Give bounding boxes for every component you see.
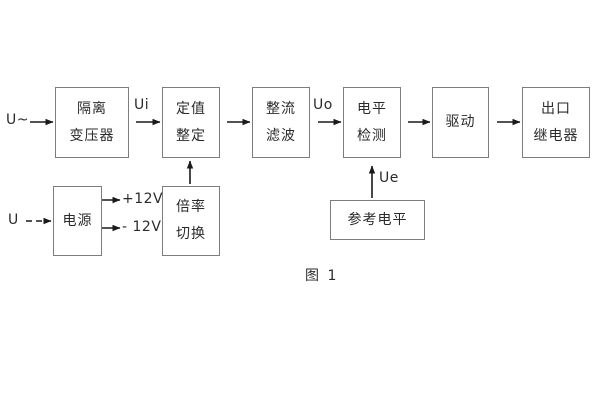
block-setting-value[interactable]: 定值 整定 xyxy=(162,87,220,158)
block-line: 倍率 xyxy=(176,199,206,216)
block-line: 变压器 xyxy=(69,127,115,144)
block-line: 定值 xyxy=(176,100,206,117)
block-line: 参考电平 xyxy=(347,211,408,228)
block-line: 出口 xyxy=(541,100,571,117)
block-reference-level[interactable]: 参考电平 xyxy=(330,200,425,240)
block-rectifier-filter[interactable]: 整流 滤波 xyxy=(252,87,310,158)
label-input-dc: U xyxy=(8,212,19,228)
block-line: 滤波 xyxy=(266,127,296,144)
block-power-supply[interactable]: 电源 xyxy=(53,186,102,256)
label-rail-negative: - 12V xyxy=(122,219,162,235)
block-multiplier-switch[interactable]: 倍率 切换 xyxy=(162,186,220,256)
block-isolation-transformer[interactable]: 隔离 变压器 xyxy=(55,87,129,158)
block-line: 整定 xyxy=(176,127,206,144)
label-rail-positive: +12V xyxy=(122,191,164,207)
figure-caption: 图 1 xyxy=(305,268,339,284)
block-line: 切换 xyxy=(176,226,206,242)
block-level-detection[interactable]: 电平 检测 xyxy=(343,87,401,158)
block-line: 驱动 xyxy=(445,114,476,131)
block-line: 整流 xyxy=(266,100,296,117)
block-drive[interactable]: 驱动 xyxy=(432,87,489,158)
label-ue: Ue xyxy=(379,170,399,186)
block-line: 检测 xyxy=(357,127,387,144)
label-uo: Uo xyxy=(313,97,333,113)
block-line: 继电器 xyxy=(533,127,579,144)
block-line: 电平 xyxy=(357,100,387,117)
block-line: 电源 xyxy=(62,212,93,229)
label-ui: Ui xyxy=(134,97,150,113)
label-input-ac: U~ xyxy=(6,112,29,128)
block-output-relay[interactable]: 出口 继电器 xyxy=(522,87,590,158)
block-line: 隔离 xyxy=(77,100,107,117)
